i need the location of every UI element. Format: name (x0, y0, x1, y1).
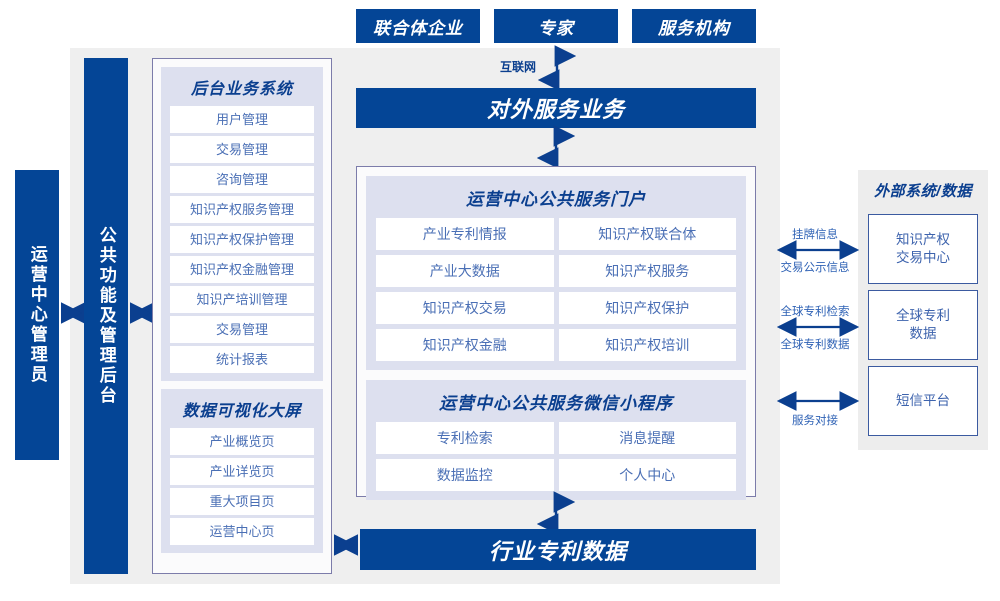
miniprogram-item[interactable]: 数据监控 (376, 459, 554, 491)
industry-patent-data-label: 行业专利数据 (488, 538, 627, 564)
miniprogram-item[interactable]: 专利检索 (376, 422, 554, 454)
dataviz-item[interactable]: 运营中心页 (170, 518, 314, 545)
external-service-bar[interactable]: 对外服务业务 (356, 88, 756, 128)
dataviz-item[interactable]: 产业详览页 (170, 458, 314, 485)
portal-item-grid: 产业专利情报 知识产权联合体 产业大数据 知识产权服务 知识产权交易 知识产权保… (376, 218, 736, 361)
operator-admin-column[interactable]: 运营中心管理员 (15, 170, 59, 460)
backend-item-list: 用户管理 交易管理 咨询管理 知识产权服务管理 知识产权保护管理 知识产权金融管… (170, 106, 314, 373)
admin-to-backend-arrow (59, 302, 87, 324)
portal-item[interactable]: 产业专利情报 (376, 218, 554, 250)
connector-label-global-patent-search: 全球专利检索 (780, 306, 850, 318)
industry-patent-data-bar[interactable]: 行业专利数据 (360, 529, 756, 570)
backend-item[interactable]: 知识产权服务管理 (170, 196, 314, 223)
common-function-admin-column[interactable]: 公共功能及管理后台 (84, 58, 128, 574)
miniprogram-item[interactable]: 消息提醒 (558, 422, 736, 454)
backend-business-panel: 后台业务系统 用户管理 交易管理 咨询管理 知识产权服务管理 知识产权保护管理 … (161, 67, 323, 381)
miniprogram-item[interactable]: 个人中心 (558, 459, 736, 491)
connector-label-global-patent-data: 全球专利数据 (780, 339, 850, 351)
actor-bar-label: 联合体企业 (373, 18, 463, 38)
dataviz-panel-title: 数据可视化大屏 (182, 403, 302, 420)
internet-connector-arrow (537, 45, 577, 91)
backend-item[interactable]: 统计报表 (170, 346, 314, 373)
wechat-miniprogram-panel: 运营中心公共服务微信小程序 专利检索 消息提醒 数据监控 个人中心 (366, 380, 746, 500)
actor-bar-union-enterprise[interactable]: 联合体企业 (356, 9, 480, 43)
portal-to-industry-data-arrow (536, 491, 576, 535)
data-visualization-panel: 数据可视化大屏 产业概览页 产业详览页 重大项目页 运营中心页 (161, 389, 323, 553)
portal-item[interactable]: 知识产权保护 (558, 292, 736, 324)
actor-bar-expert[interactable]: 专家 (494, 9, 618, 43)
external-box-ip-trading-center[interactable]: 知识产权 交易中心 (868, 214, 978, 284)
connector-label-trade-disclosure: 交易公示信息 (780, 262, 850, 274)
connector-arrow-ip-trading (772, 240, 864, 260)
dataviz-item[interactable]: 重大项目页 (170, 488, 314, 515)
miniprogram-panel-title: 运营中心公共服务微信小程序 (439, 394, 673, 413)
actor-bar-label: 专家 (538, 18, 574, 38)
external-box-label: 短信平台 (896, 392, 950, 408)
external-service-label: 对外服务业务 (486, 97, 625, 122)
public-service-card: 运营中心公共服务门户 产业专利情报 知识产权联合体 产业大数据 知识产权服务 知… (356, 166, 756, 500)
backend-item[interactable]: 交易管理 (170, 136, 314, 163)
portal-item[interactable]: 产业大数据 (376, 255, 554, 287)
connector-label-service-docking: 服务对接 (792, 415, 838, 427)
external-box-sms-platform[interactable]: 短信平台 (868, 366, 978, 436)
external-box-label: 知识产权 交易中心 (896, 231, 950, 265)
backend-item[interactable]: 知识产权保护管理 (170, 226, 314, 253)
operations-portal-panel: 运营中心公共服务门户 产业专利情报 知识产权联合体 产业大数据 知识产权服务 知… (366, 176, 746, 370)
portal-item[interactable]: 知识产权联合体 (558, 218, 736, 250)
portal-panel-title: 运营中心公共服务门户 (466, 190, 646, 209)
internet-connector-label: 互联网 (499, 60, 536, 74)
portal-item[interactable]: 知识产权培训 (558, 329, 736, 361)
portal-item[interactable]: 知识产权金融 (376, 329, 554, 361)
backend-item[interactable]: 知识产权金融管理 (170, 256, 314, 283)
backend-item[interactable]: 交易管理 (170, 316, 314, 343)
connector-arrow-sms (772, 391, 864, 411)
dataviz-item-list: 产业概览页 产业详览页 重大项目页 运营中心页 (170, 428, 314, 545)
backend-item[interactable]: 咨询管理 (170, 166, 314, 193)
backend-systems-card: 后台业务系统 用户管理 交易管理 咨询管理 知识产权服务管理 知识产权保护管理 … (152, 58, 332, 574)
miniprogram-item-grid: 专利检索 消息提醒 数据监控 个人中心 (376, 422, 736, 491)
backend-panel-title: 后台业务系统 (190, 81, 293, 98)
service-to-portal-arrow (536, 125, 576, 169)
external-box-label: 全球专利 数据 (896, 307, 950, 341)
actor-bar-label: 服务机构 (658, 18, 730, 38)
connector-label-listing-info: 挂牌信息 (792, 229, 838, 241)
backend-item[interactable]: 知识产培训管理 (170, 286, 314, 313)
portal-item[interactable]: 知识产权服务 (558, 255, 736, 287)
backend-item[interactable]: 用户管理 (170, 106, 314, 133)
external-box-global-patent-data[interactable]: 全球专利 数据 (868, 290, 978, 360)
actor-bar-service-agency[interactable]: 服务机构 (632, 9, 756, 43)
backend-to-industry-data-arrow (332, 534, 360, 556)
portal-item[interactable]: 知识产权交易 (376, 292, 554, 324)
dataviz-item[interactable]: 产业概览页 (170, 428, 314, 455)
external-systems-title: 外部系统/数据 (874, 183, 972, 200)
common-function-admin-label: 公共功能及管理后台 (96, 226, 116, 406)
common-to-backend-arrow (128, 302, 156, 324)
connector-arrow-global-patent (772, 317, 864, 337)
operator-admin-label: 运营中心管理员 (27, 245, 47, 385)
